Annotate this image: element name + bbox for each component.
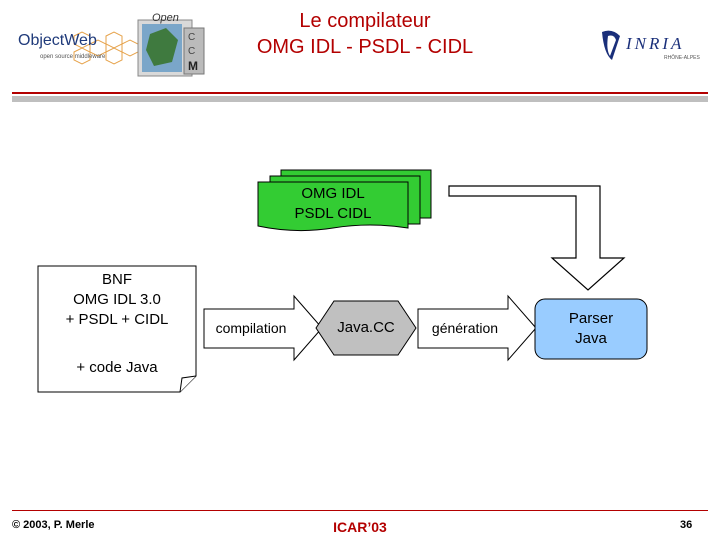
inria-logo-subtitle: RHÔNE-ALPES xyxy=(664,55,700,61)
slide-number: 36 xyxy=(680,519,693,531)
parser-output-line-1: Parser xyxy=(568,310,614,327)
parser-output-line-2: Java xyxy=(575,330,607,347)
slide-title-line-1: Le compilateur xyxy=(299,10,431,32)
compilation-arrow xyxy=(203,294,323,362)
compilation-label: compilation xyxy=(215,320,287,336)
slide-title-line-2: OMG IDL - PSDL - CIDL xyxy=(256,36,474,58)
grammar-line-4: + code Java xyxy=(76,359,158,376)
grammar-line-1: BNF xyxy=(102,271,132,288)
input-documents-line-1: OMG IDL xyxy=(301,185,365,202)
javacc-tool-shape xyxy=(315,300,417,356)
header-divider xyxy=(12,92,708,94)
parser-output-label: Parser Java xyxy=(535,309,647,349)
header-divider-shadow xyxy=(12,96,708,102)
inria-logo xyxy=(598,26,710,66)
footer-copyright: © 2003, P. Merle xyxy=(12,519,95,531)
parser-output-box xyxy=(534,298,648,360)
open-logo-word: Open xyxy=(152,12,179,24)
feed-arrow xyxy=(448,185,626,291)
grammar-line-3: + PSDL + CIDL xyxy=(65,311,169,328)
objectweb-logo xyxy=(14,26,142,74)
inria-logo-word: INRIA xyxy=(626,34,685,53)
open-cd-logo: M C C xyxy=(136,10,208,78)
footer-event: ICAR’03 xyxy=(333,519,387,535)
input-documents-label: OMG IDL PSDL CIDL xyxy=(258,184,408,224)
note-folded-corner xyxy=(179,375,197,393)
generation-label: génération xyxy=(431,320,499,336)
grammar-note-text: BNF OMG IDL 3.0 + PSDL + CIDL xyxy=(38,270,196,330)
input-document-front xyxy=(257,181,409,232)
objectweb-logo-word: ObjectWeb xyxy=(18,32,97,49)
input-documents-stack xyxy=(257,169,432,232)
javacc-tool-label: Java.CC xyxy=(337,319,395,336)
footer-divider xyxy=(12,510,708,511)
generation-arrow xyxy=(417,294,537,362)
svg-text:C: C xyxy=(188,46,195,57)
svg-text:C: C xyxy=(188,32,195,43)
svg-text:M: M xyxy=(188,59,198,73)
objectweb-tagline: open source middleware xyxy=(40,54,106,60)
grammar-line-2: OMG IDL 3.0 xyxy=(73,291,161,308)
input-documents-line-2: PSDL CIDL xyxy=(294,205,372,222)
slide-title: Le compilateur OMG IDL - PSDL - CIDL xyxy=(200,8,530,60)
objectweb-logo-text: ObjectWeb xyxy=(18,32,97,50)
grammar-note xyxy=(37,265,197,393)
